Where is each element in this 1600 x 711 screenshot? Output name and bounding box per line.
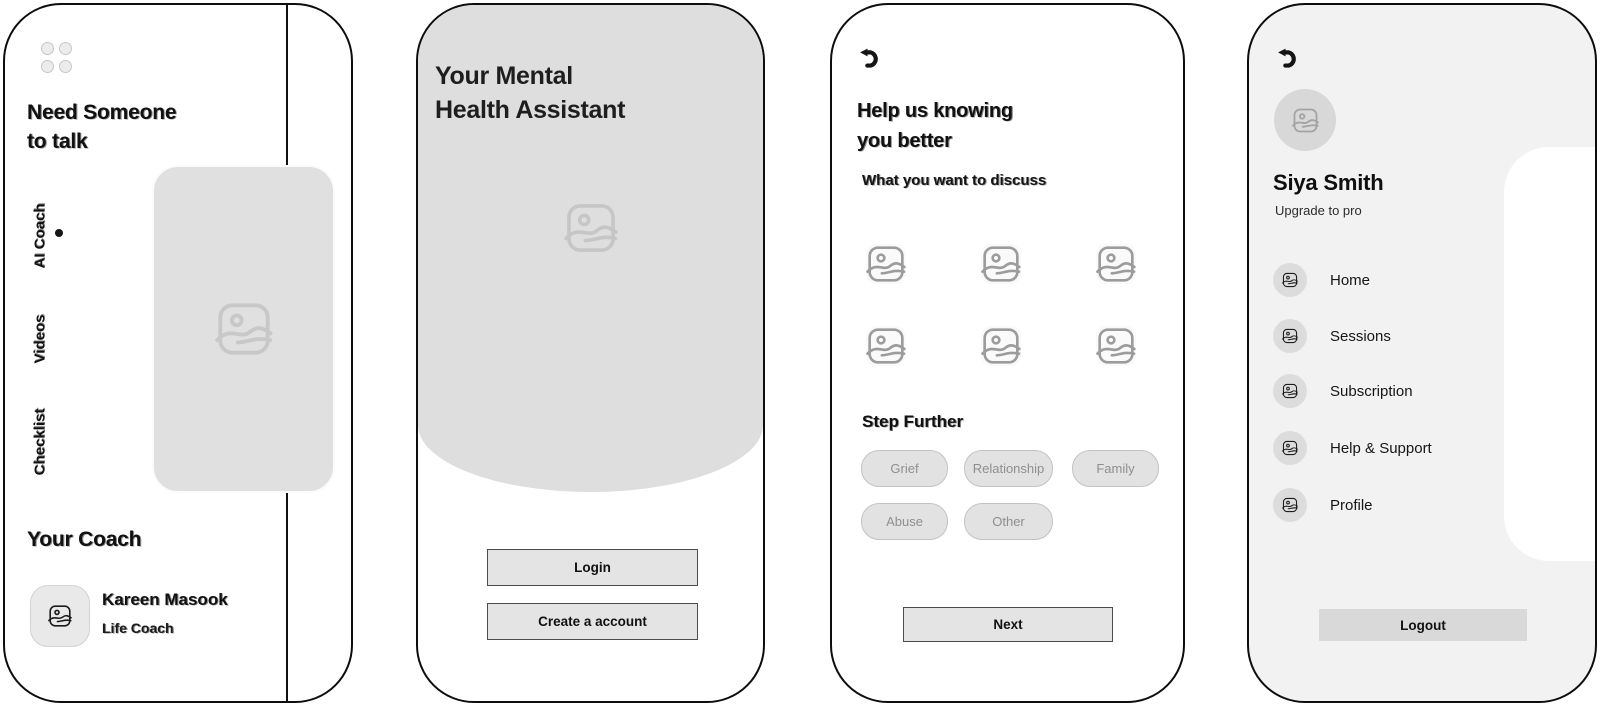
upgrade-to-pro-link[interactable]: Upgrade to pro [1275, 203, 1362, 218]
menu-item-sessions[interactable]: Sessions [1273, 319, 1493, 353]
menu-item-profile[interactable]: Profile [1273, 488, 1493, 522]
sidebar-item-videos[interactable]: Videos [31, 314, 49, 364]
menu-label: Sessions [1330, 327, 1391, 345]
chip-family[interactable]: Family [1072, 450, 1159, 487]
topic-tile-image-icon[interactable] [981, 326, 1021, 366]
menu-label: Home [1330, 271, 1371, 289]
screen-profile: Siya Smith Upgrade to pro Home Sessions … [1247, 3, 1597, 703]
home-title: Need Someone to talk [27, 101, 177, 153]
help-support-icon [1273, 431, 1307, 465]
topic-tile-image-icon[interactable] [1096, 326, 1136, 366]
home-icon [1273, 263, 1307, 297]
menu-item-help-support[interactable]: Help & Support [1273, 431, 1493, 465]
grid-dot [59, 42, 72, 55]
image-placeholder-icon [48, 604, 72, 628]
discuss-subtitle: What you want to discuss [862, 172, 1047, 189]
screen-onboarding: Help us knowing you better What you want… [830, 3, 1185, 703]
profile-avatar[interactable] [1274, 89, 1336, 151]
topic-tile-image-icon[interactable] [866, 326, 906, 366]
image-placeholder-icon [1292, 107, 1319, 134]
topic-tile-image-icon[interactable] [1096, 244, 1136, 284]
profile-name: Siya Smith [1273, 170, 1384, 195]
coach-name: Kareen Masook [102, 590, 228, 609]
active-indicator-dot [55, 229, 63, 237]
chip-grief[interactable]: Grief [861, 450, 948, 487]
create-account-button[interactable]: Create a account [487, 603, 698, 640]
screen-welcome: Your Mental Health Assistant Login Creat… [416, 3, 765, 703]
coach-avatar[interactable] [30, 585, 90, 647]
menu-item-home[interactable]: Home [1273, 263, 1493, 297]
chip-other[interactable]: Other [964, 503, 1053, 540]
chip-relationship[interactable]: Relationship [964, 450, 1053, 487]
featured-content-card[interactable] [152, 165, 335, 493]
welcome-title: Your Mental Health Assistant [435, 62, 626, 124]
image-placeholder-icon [215, 300, 273, 358]
content-peek-panel [1504, 147, 1595, 561]
your-coach-heading: Your Coach [27, 528, 142, 551]
sidebar-item-ai-coach[interactable]: AI Coach [31, 203, 49, 269]
menu-label: Help & Support [1330, 439, 1432, 457]
next-button[interactable]: Next [903, 607, 1113, 642]
grid-dot [59, 60, 72, 73]
subscription-icon [1273, 374, 1307, 408]
menu-item-subscription[interactable]: Subscription [1273, 374, 1493, 408]
image-placeholder-icon [564, 201, 618, 255]
sidebar-item-checklist[interactable]: Checklist [31, 408, 49, 476]
profile-icon [1273, 488, 1307, 522]
coach-role: Life Coach [102, 620, 174, 636]
topic-tile-image-icon[interactable] [981, 244, 1021, 284]
welcome-hero-panel [418, 5, 763, 492]
grid-menu-icon[interactable] [41, 42, 72, 73]
screen-home: Need Someone to talk AI Coach Videos Che… [3, 3, 353, 703]
sessions-icon [1273, 319, 1307, 353]
topic-tile-image-icon[interactable] [866, 244, 906, 284]
grid-dot [41, 60, 54, 73]
login-button[interactable]: Login [487, 549, 698, 586]
logout-button[interactable]: Logout [1319, 609, 1527, 641]
chip-abuse[interactable]: Abuse [861, 503, 948, 540]
menu-label: Profile [1330, 496, 1373, 514]
back-icon[interactable] [1276, 48, 1300, 69]
back-icon[interactable] [858, 48, 882, 69]
grid-dot [41, 42, 54, 55]
menu-label: Subscription [1330, 382, 1413, 400]
onboarding-title: Help us knowing you better [857, 100, 1013, 152]
step-further-heading: Step Further [862, 412, 964, 431]
